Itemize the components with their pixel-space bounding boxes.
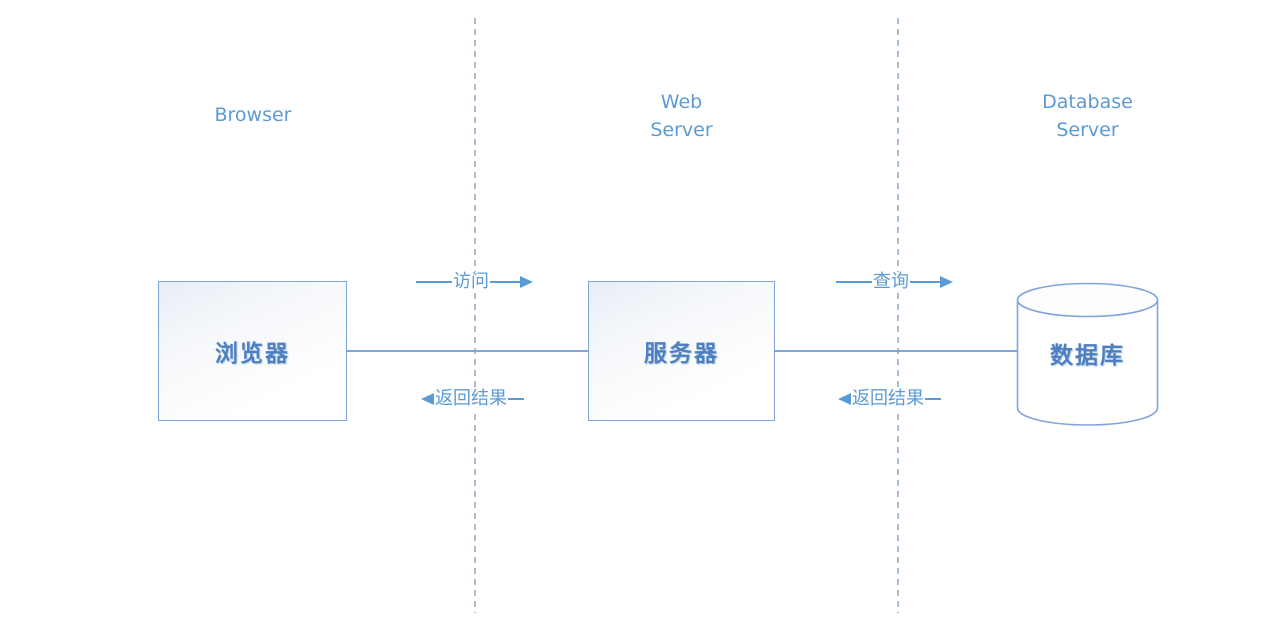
connector-server-database: [774, 350, 1017, 352]
database-node: 数据库: [1016, 282, 1159, 427]
lane-divider-server-database: [897, 18, 899, 613]
arrowhead-right-icon: [520, 276, 533, 288]
arrowhead-left-icon: [838, 393, 851, 405]
lane-title-database-server: Database Server: [1000, 88, 1175, 144]
browser-node: 浏览器: [158, 281, 347, 421]
database-node-label: 数据库: [1050, 343, 1125, 369]
arrow-return-result-browser-line: [508, 398, 524, 400]
arrow-query-label: 查询: [872, 271, 910, 292]
lane-title-database-server-line2: Server: [1056, 119, 1119, 141]
lane-title-browser: Browser: [158, 101, 348, 129]
lane-title-web-server: Web Server: [588, 88, 775, 144]
arrow-return-result-server-line: [925, 398, 941, 400]
lane-title-web-server-line1: Web: [660, 91, 703, 113]
arrow-query: 查询: [836, 272, 953, 292]
arrow-return-result-server: 返回结果: [838, 389, 959, 409]
database-cylinder-icon: [1016, 282, 1159, 426]
connector-browser-server: [346, 350, 589, 352]
lane-title-web-server-line2: Server: [650, 119, 713, 141]
arrowhead-right-icon: [940, 276, 953, 288]
lane-title-database-server-line1: Database: [1042, 91, 1133, 113]
arrow-query-line: [836, 281, 872, 283]
arrow-return-result-browser-label: 返回结果: [434, 388, 508, 409]
lane-title-browser-text: Browser: [214, 104, 292, 126]
arrow-access: 访问: [416, 272, 533, 292]
arrow-access-line: [416, 281, 452, 283]
browser-node-label: 浏览器: [215, 341, 290, 367]
arrow-return-result-server-label: 返回结果: [851, 388, 925, 409]
arrowhead-left-icon: [421, 393, 434, 405]
lane-divider-browser-server: [474, 18, 476, 613]
web-server-node-label: 服务器: [644, 341, 719, 367]
arrow-access-label: 访问: [452, 271, 490, 292]
arrow-access-line2: [490, 281, 520, 283]
web-server-node: 服务器: [588, 281, 775, 421]
arrow-return-result-browser: 返回结果: [421, 389, 541, 409]
arrow-query-line2: [910, 281, 940, 283]
